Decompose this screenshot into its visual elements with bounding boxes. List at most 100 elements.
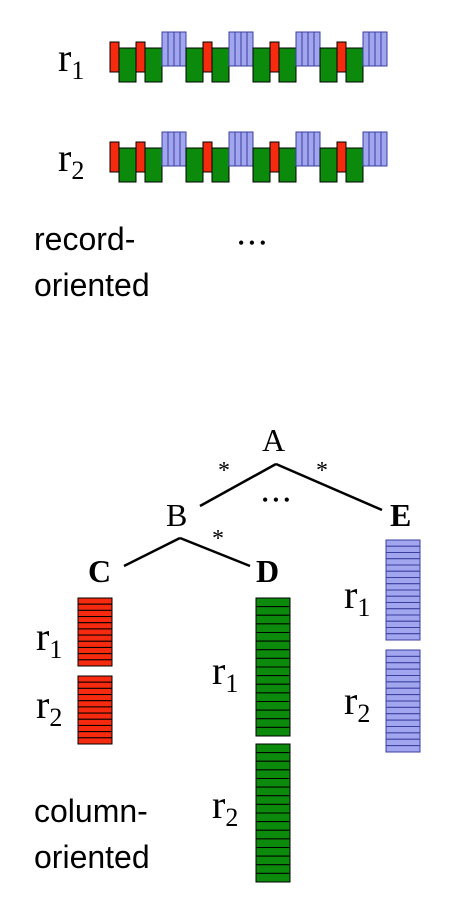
- node-e: E: [390, 497, 411, 533]
- record-cell-e: [374, 31, 382, 67]
- column-cell-e: [385, 655, 421, 664]
- column-d-r2: [255, 743, 291, 883]
- column-c-r1-label: r1: [36, 614, 62, 664]
- record-cell-e: [295, 31, 303, 67]
- column-cell-d: [255, 718, 291, 728]
- column-cell-d: [255, 657, 291, 668]
- record-cell-e: [167, 131, 175, 167]
- column-e-r1: [385, 539, 421, 641]
- record-cell-c: [269, 41, 280, 73]
- record-ellipsis: • • •: [238, 233, 266, 253]
- record-cell-e: [368, 31, 376, 67]
- record-cell-d: [345, 47, 364, 83]
- column-cell-d: [255, 675, 291, 685]
- column-c-r1: [77, 597, 113, 667]
- column-cell-d: [255, 726, 291, 737]
- record-cell-d: [252, 147, 271, 183]
- record-cell-e: [161, 131, 169, 167]
- column-cell-d: [255, 597, 291, 608]
- column-cell-e: [385, 545, 421, 553]
- column-cell-e: [385, 745, 421, 753]
- record-cell-e: [234, 31, 242, 67]
- column-cell-e: [385, 577, 421, 585]
- column-cell-d: [255, 760, 291, 771]
- record-cell-e: [380, 131, 388, 167]
- column-cell-e: [385, 589, 421, 597]
- node-c: C: [88, 553, 111, 589]
- column-cell-e: [385, 614, 421, 622]
- column-oriented-section: A B C D E * * * • • • r1 r2 r1 r2 r1 r2 …: [34, 422, 421, 883]
- edge-a-b: [199, 462, 277, 508]
- column-cell-e: [385, 668, 421, 676]
- record-cell-c: [135, 41, 146, 73]
- record-cell-e: [246, 31, 254, 67]
- column-cell-d: [255, 769, 291, 779]
- column-d-r1-label: r1: [212, 648, 238, 698]
- record-cell-e: [362, 131, 370, 167]
- record-cell-e: [380, 31, 388, 67]
- star-b-d: *: [212, 526, 224, 552]
- record-cell-e: [313, 131, 321, 167]
- column-cell-e: [385, 675, 421, 683]
- column-cell-e: [385, 694, 421, 702]
- column-cell-d: [255, 847, 291, 857]
- column-cell-c: [77, 640, 113, 648]
- column-cell-d: [255, 683, 291, 694]
- column-cell-e: [385, 620, 421, 628]
- column-cell-c: [77, 700, 113, 708]
- record-row2-label: r2: [58, 135, 84, 185]
- column-d-r2-label: r2: [212, 782, 238, 832]
- column-cell-d: [255, 752, 291, 762]
- record-cell-c: [135, 141, 146, 173]
- record-cell-e: [173, 131, 181, 167]
- column-c-r2: [77, 675, 113, 745]
- edge-b-c: [123, 536, 181, 568]
- record-cell-e: [374, 131, 382, 167]
- node-b: B: [166, 497, 187, 533]
- record-cell-e: [246, 131, 254, 167]
- record-caption-line1: record-: [34, 221, 135, 257]
- record-cell-d: [144, 147, 163, 183]
- column-cell-e: [385, 726, 421, 734]
- column-cell-e: [385, 564, 421, 572]
- column-cell-c: [77, 675, 113, 683]
- record-cell-e: [179, 31, 187, 67]
- record-cell-c: [109, 141, 120, 173]
- record-cell-e: [234, 131, 242, 167]
- record-cell-d: [211, 147, 230, 183]
- star-a-b: *: [218, 458, 230, 484]
- column-cell-e: [385, 595, 421, 603]
- column-cell-c: [77, 712, 113, 720]
- column-caption-line2: oriented: [34, 839, 150, 875]
- record-cell-e: [173, 31, 181, 67]
- record-cell-d: [319, 147, 338, 183]
- column-cell-e: [385, 662, 421, 670]
- column-cell-d: [255, 872, 291, 883]
- column-e-r1-label: r1: [344, 572, 370, 622]
- column-cell-c: [77, 724, 113, 733]
- column-cell-d: [255, 821, 291, 831]
- record-cell-e: [228, 131, 236, 167]
- record-row1-label: r1: [58, 35, 84, 85]
- record-cell-e: [301, 31, 309, 67]
- record-cell-e: [240, 31, 248, 67]
- column-cell-c: [77, 737, 113, 745]
- column-caption-line1: column-: [34, 793, 148, 829]
- record-cell-e: [161, 31, 169, 67]
- column-cell-c: [77, 622, 113, 630]
- column-cell-d: [255, 864, 291, 874]
- record-cell-d: [319, 47, 338, 83]
- record-strip-r1: [109, 31, 388, 83]
- record-cell-c: [336, 41, 347, 73]
- column-cell-d: [255, 812, 291, 823]
- column-cell-d: [255, 855, 291, 866]
- column-cell-c: [77, 718, 113, 726]
- column-cell-e: [385, 713, 421, 721]
- column-cell-c: [77, 597, 113, 605]
- column-cell-c: [77, 694, 113, 702]
- column-cell-e: [385, 649, 421, 657]
- record-oriented-section: r1 r2 record- oriented • • •: [34, 31, 388, 303]
- record-cell-d: [185, 47, 204, 83]
- column-cell-c: [77, 634, 113, 642]
- record-cell-d: [118, 147, 137, 183]
